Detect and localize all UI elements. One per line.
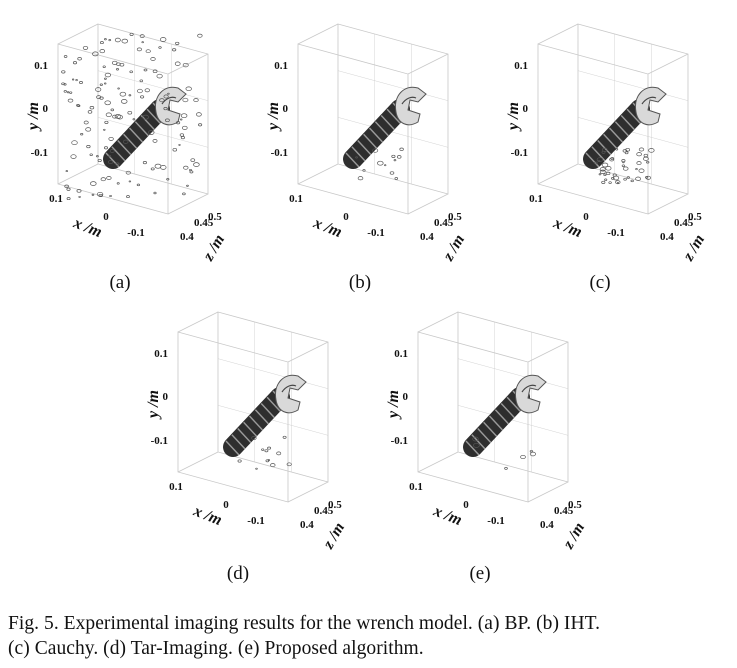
x-axis-label: x /m <box>310 214 344 241</box>
y-tick-label: 0 <box>283 103 289 115</box>
y-tick-label: 0.1 <box>34 60 48 72</box>
box-wireframe <box>417 311 569 503</box>
wrench-reconstruction <box>583 86 667 169</box>
y-tick-label: 0 <box>523 103 529 115</box>
noise-speckles <box>472 436 536 470</box>
x-tick-label: -0.1 <box>487 515 504 527</box>
z-tick-label: 0.5 <box>328 499 342 511</box>
x-axis-label: x /m <box>430 502 464 529</box>
y-axis-label: y /m <box>385 390 402 420</box>
y-tick-label: 0.1 <box>274 60 288 72</box>
z-tick-label: 0.4 <box>180 231 194 243</box>
noise-speckles <box>594 147 655 185</box>
z-axis-label: z /m <box>679 232 708 265</box>
y-tick-label: 0 <box>43 103 49 115</box>
x-tick-label: 0.1 <box>49 193 63 205</box>
subfigure-label-b: (b) <box>348 272 372 293</box>
z-tick-label: 0.4 <box>420 231 434 243</box>
box-wireframe <box>297 23 449 215</box>
z-tick-label: 0.5 <box>208 211 222 223</box>
z-axis-label: z /m <box>199 232 228 265</box>
y-tick-label: -0.1 <box>511 147 528 159</box>
wrench-reconstruction <box>103 86 187 169</box>
x-tick-label: 0 <box>343 211 349 223</box>
panel-b-plot: y /m 0.1 0 -0.1 0.1 0 -0.1 x /m 0.40.450.5 z /m <box>265 23 468 265</box>
caption-line-1: Fig. 5. Experimental imaging results for… <box>8 613 601 634</box>
x-tick-label: 0.1 <box>289 193 303 205</box>
wrench-reconstruction <box>343 86 427 169</box>
z-tick-label: 0.45 <box>194 217 214 229</box>
subfigure-label-a: (a) <box>109 272 131 293</box>
x-tick-label: 0.1 <box>169 481 183 493</box>
y-tick-label: -0.1 <box>151 435 168 447</box>
x-axis-label: x /m <box>70 214 104 241</box>
x-tick-label: -0.1 <box>247 515 264 527</box>
z-tick-label: 0.45 <box>434 217 454 229</box>
z-tick-label: 0.5 <box>568 499 582 511</box>
y-axis-label: y /m <box>505 102 522 132</box>
panel-e-plot: y /m 0.1 0 -0.1 0.1 0 -0.1 x /m 0.40.450.5 z /m <box>385 311 588 553</box>
subfigure-label-c: (c) <box>589 272 611 293</box>
noise-speckles <box>61 32 203 201</box>
y-tick-label: -0.1 <box>391 435 408 447</box>
panel-a-plot: y /m 0.1 0 -0.1 0.1 0 -0.1 x /m 0.40.450.5 z /m <box>25 23 228 265</box>
y-tick-label: 0.1 <box>514 60 528 72</box>
caption-line-2: (c) Cauchy. (d) Tar-Imaging. (e) Propose… <box>8 638 424 659</box>
z-axis-label: z /m <box>559 520 588 553</box>
x-axis-label: x /m <box>550 214 584 241</box>
y-tick-label: 0.1 <box>394 348 408 360</box>
x-tick-label: 0 <box>463 499 469 511</box>
z-tick-label: 0.4 <box>540 519 554 531</box>
z-tick-label: 0.45 <box>314 505 334 517</box>
z-tick-label: 0.5 <box>448 211 462 223</box>
panel-c-plot: y /m 0.1 0 -0.1 0.1 0 -0.1 x /m 0.40.450.5 z /m <box>505 23 708 265</box>
z-axis-label: z /m <box>319 520 348 553</box>
x-tick-label: -0.1 <box>607 227 624 239</box>
z-tick-label: 0.45 <box>554 505 574 517</box>
z-tick-label: 0.4 <box>660 231 674 243</box>
y-tick-label: 0.1 <box>154 348 168 360</box>
y-tick-label: -0.1 <box>271 147 288 159</box>
y-tick-label: 0 <box>163 391 169 403</box>
x-tick-label: 0 <box>103 211 109 223</box>
noise-speckles <box>355 147 404 181</box>
x-tick-label: 0.1 <box>529 193 543 205</box>
x-tick-label: 0.1 <box>409 481 423 493</box>
x-tick-label: 0 <box>583 211 589 223</box>
panel-d-plot: y /m 0.1 0 -0.1 0.1 0 -0.1 x /m 0.40.450.5 z /m <box>145 311 348 553</box>
y-axis-label: y /m <box>265 102 282 132</box>
x-axis-label: x /m <box>190 502 224 529</box>
z-tick-label: 0.45 <box>674 217 694 229</box>
noise-speckles <box>237 435 292 470</box>
y-axis-label: y /m <box>145 390 162 420</box>
box-wireframe <box>537 23 689 215</box>
y-axis-label: y /m <box>25 102 42 132</box>
subfigure-label-d: (d) <box>226 563 250 584</box>
x-tick-label: -0.1 <box>367 227 384 239</box>
wrench-reconstruction <box>223 374 307 457</box>
wrench-reconstruction <box>463 374 547 457</box>
z-axis-label: z /m <box>439 232 468 265</box>
z-tick-label: 0.5 <box>688 211 702 223</box>
box-wireframe <box>177 311 329 503</box>
x-tick-label: 0 <box>223 499 229 511</box>
y-tick-label: -0.1 <box>31 147 48 159</box>
figure-caption: Fig. 5. Experimental imaging results for… <box>8 611 733 661</box>
x-tick-label: -0.1 <box>127 227 144 239</box>
z-tick-label: 0.4 <box>300 519 314 531</box>
y-tick-label: 0 <box>403 391 409 403</box>
subfigure-label-e: (e) <box>469 563 491 584</box>
